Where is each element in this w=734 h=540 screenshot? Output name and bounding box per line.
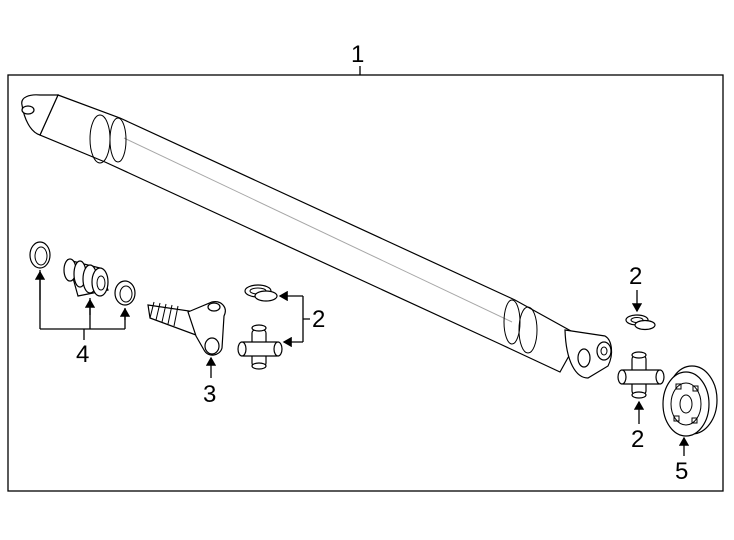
callout-1: 1 — [351, 41, 364, 68]
universal-joint-cross-left[interactable] — [237, 324, 283, 370]
u-joint-snap-ring-left[interactable] — [244, 284, 278, 302]
boot-clamp-right[interactable] — [114, 280, 136, 306]
callout-2-top: 2 — [629, 263, 642, 290]
dust-boot[interactable] — [63, 258, 109, 297]
u-joint-snap-ring-right[interactable] — [625, 314, 656, 331]
callout-3: 3 — [203, 381, 216, 408]
callout-2-bottom: 2 — [631, 426, 644, 453]
callout-4: 4 — [76, 341, 89, 368]
universal-joint-cross-right[interactable] — [617, 351, 665, 399]
callout-5: 5 — [675, 458, 688, 485]
callout-2-left-leader — [302, 296, 310, 342]
slip-yoke[interactable] — [147, 301, 226, 356]
diagram-frame — [7, 74, 724, 492]
boot-clamp-left[interactable] — [29, 241, 51, 269]
flex-coupler-flange[interactable] — [662, 365, 718, 437]
callout-2-left: 2 — [312, 306, 325, 333]
drive-shaft-assembly[interactable] — [21, 94, 613, 379]
